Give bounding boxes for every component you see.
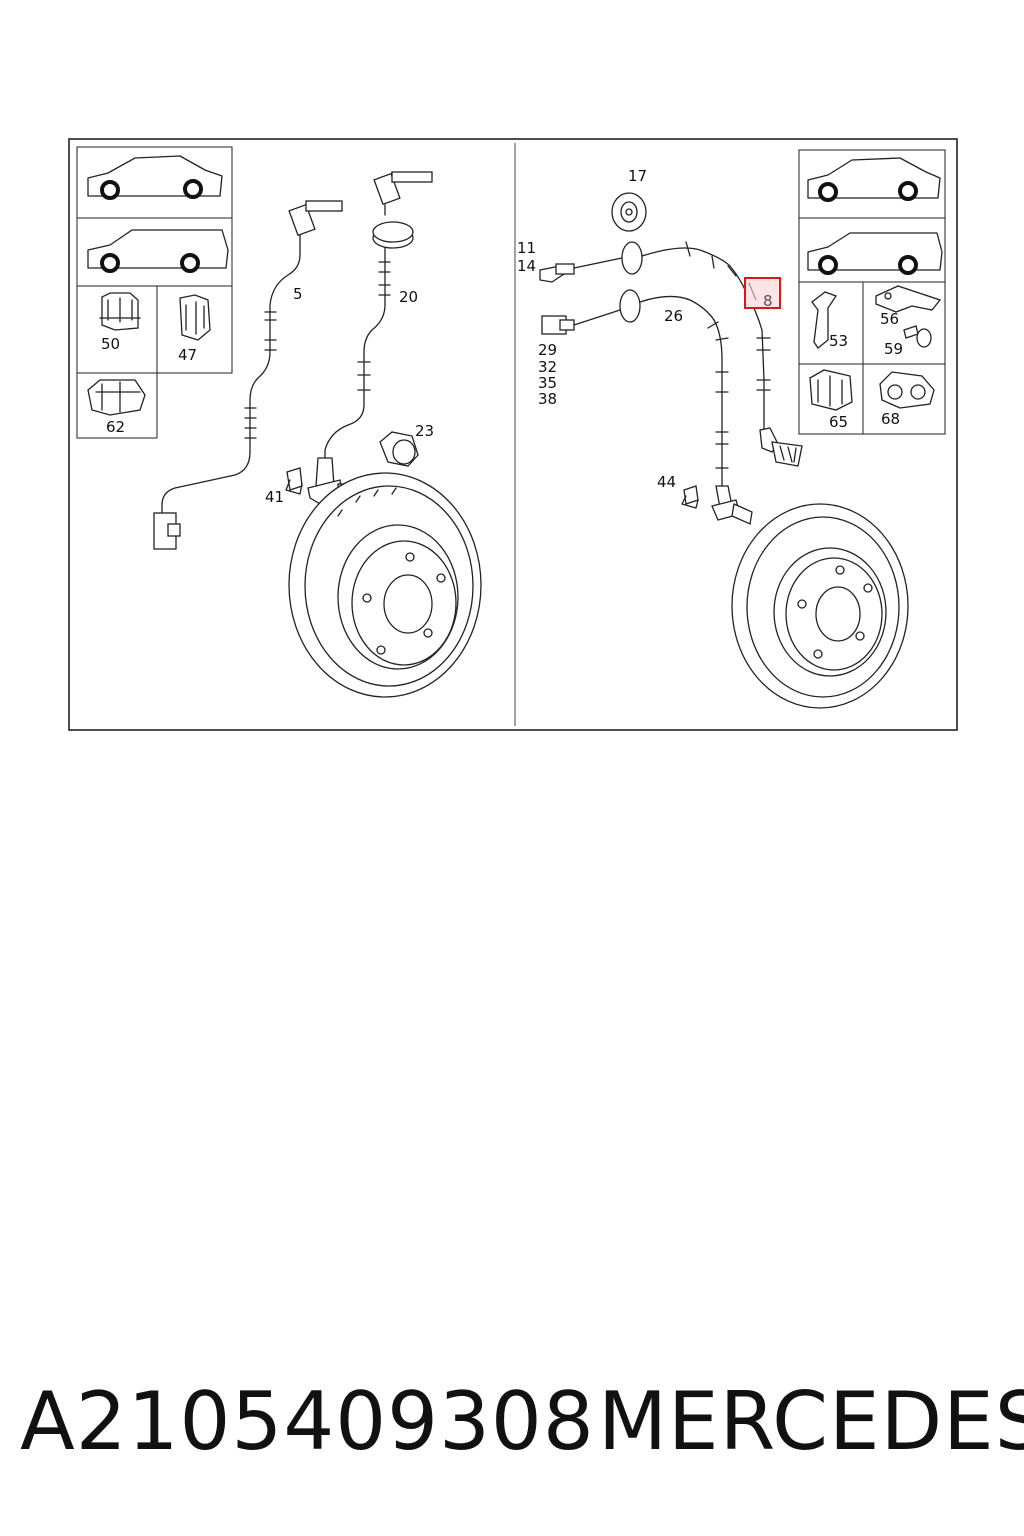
highlight-callout-8: 8	[744, 277, 781, 310]
sensor-cable-26	[541, 289, 753, 525]
bolt-41-icon	[285, 467, 303, 495]
bolt-59-icon	[903, 325, 932, 348]
label-5: 5	[293, 285, 303, 303]
bracket-53-icon	[811, 291, 837, 349]
clip-47-icon	[179, 294, 211, 341]
label-23: 23	[415, 422, 434, 440]
clip-65-icon	[809, 369, 853, 411]
label-62: 62	[106, 418, 125, 436]
left-vehicle-icons: 50 47 62	[76, 146, 233, 439]
footer: A2105409308 MERCEDES	[0, 1372, 1024, 1472]
brake-disc-left	[288, 472, 482, 698]
label-44: 44	[657, 473, 676, 491]
sedan-icon	[87, 155, 223, 200]
parts-diagram: 50 47 62 5 20	[68, 138, 958, 731]
label-38: 38	[538, 390, 557, 408]
label-50: 50	[101, 335, 120, 353]
clip-68-icon	[879, 371, 935, 409]
diagram-frame	[68, 138, 958, 731]
label-59: 59	[884, 340, 903, 358]
label-35: 35	[538, 374, 557, 392]
label-11: 11	[517, 239, 536, 257]
label-17: 17	[628, 167, 647, 185]
bush-23-icon	[379, 431, 419, 467]
grommet-17-icon	[611, 192, 647, 232]
brake-disc-right	[731, 503, 909, 709]
label-26: 26	[664, 307, 683, 325]
bolt-44-icon	[681, 485, 699, 509]
label-68: 68	[881, 410, 900, 428]
estate-icon	[87, 229, 229, 273]
label-20: 20	[399, 288, 418, 306]
label-41: 41	[265, 488, 284, 506]
label-47: 47	[178, 346, 197, 364]
label-65: 65	[829, 413, 848, 431]
label-29: 29	[538, 341, 557, 359]
estate-icon-right	[807, 232, 943, 275]
sensor-cable-5	[153, 200, 343, 550]
brand-name: MERCEDES	[598, 1375, 1024, 1468]
label-53: 53	[829, 332, 848, 350]
bracket-56-icon	[875, 285, 942, 313]
label-8: 8	[763, 292, 773, 310]
label-14: 14	[517, 257, 536, 275]
part-number: A2105409308	[20, 1375, 595, 1468]
sensor-cable-8	[539, 241, 803, 467]
clip-62-icon	[87, 379, 146, 416]
clip-50-icon	[99, 292, 141, 331]
label-56: 56	[880, 310, 899, 328]
sedan-icon-right	[807, 157, 941, 202]
right-vehicle-icons: 53 56 59 65 68	[798, 149, 946, 435]
label-32: 32	[538, 358, 557, 376]
